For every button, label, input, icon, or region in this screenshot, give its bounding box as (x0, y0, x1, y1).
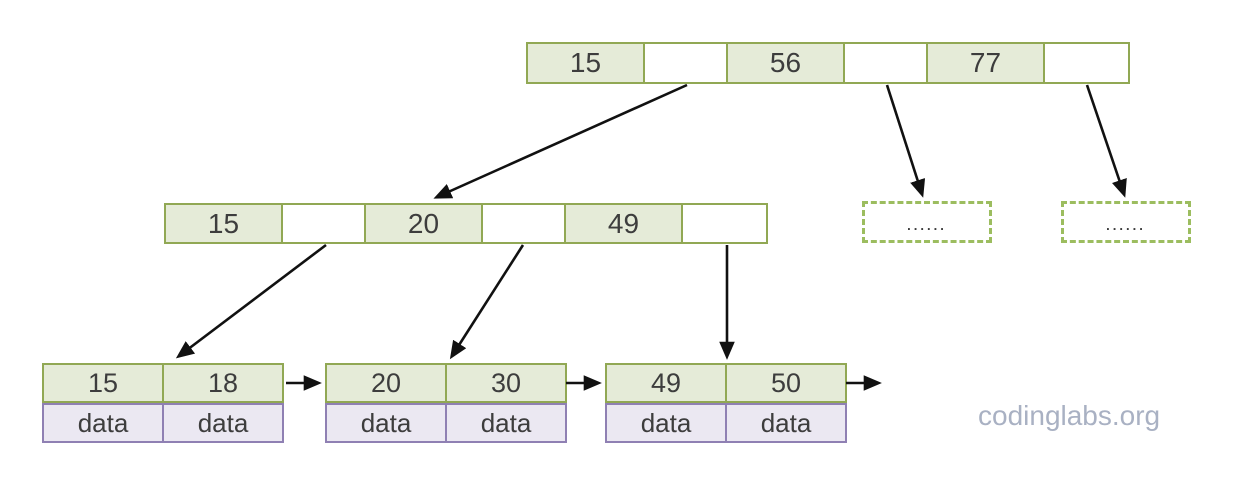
child-pointer-arrow-root-2 (885, 84, 926, 198)
root-node: 15 56 77 (526, 42, 1130, 84)
leaf-data-row: data data (325, 403, 567, 443)
root-key-cell: 77 (928, 44, 1045, 82)
leaf-data-cell: data (725, 403, 847, 443)
root-key-cell: 56 (728, 44, 845, 82)
root-pointer-cell (1045, 44, 1128, 82)
leaf-node-2: 20 30 data data (325, 363, 567, 443)
internal-pointer-cell (483, 205, 566, 242)
internal-pointer-cell (283, 205, 366, 242)
leaf-key-cell: 15 (42, 363, 164, 403)
leaf-key-cell: 50 (725, 363, 847, 403)
leaf-key-cell: 20 (325, 363, 447, 403)
root-pointer-cell (845, 44, 928, 82)
watermark: codinglabs.org (978, 400, 1161, 431)
internal-pointer-cell (683, 205, 766, 242)
leaf-key-cell: 30 (445, 363, 567, 403)
internal-key-cell: 15 (166, 205, 283, 242)
child-pointer-arrow-root-1 (433, 83, 688, 199)
leaf-data-cell: data (42, 403, 164, 443)
ellipsis-node-left: ...... (862, 201, 992, 243)
leaf-data-cell: data (445, 403, 567, 443)
ellipsis-node-right: ...... (1061, 201, 1191, 243)
leaf-data-cell: data (605, 403, 727, 443)
leaf-data-cell: data (162, 403, 284, 443)
internal-key-cell: 49 (566, 205, 683, 242)
root-pointer-cell (645, 44, 728, 82)
child-pointer-arrow-internal-1 (175, 243, 327, 359)
leaf-node-3: 49 50 data data (605, 363, 847, 443)
leaf-node-1: 15 18 data data (42, 363, 284, 443)
root-key-cell: 15 (528, 44, 645, 82)
child-pointer-arrow-internal-2 (449, 244, 525, 360)
leaf-key-row: 20 30 (325, 363, 567, 403)
leaf-data-cell: data (325, 403, 447, 443)
leaf-key-cell: 18 (162, 363, 284, 403)
internal-node: 15 20 49 (164, 203, 768, 244)
leaf-key-row: 49 50 (605, 363, 847, 403)
internal-key-cell: 20 (366, 205, 483, 242)
leaf-key-row: 15 18 (42, 363, 284, 403)
child-pointer-arrow-root-3 (1085, 84, 1127, 198)
leaf-data-row: data data (605, 403, 847, 443)
leaf-key-cell: 49 (605, 363, 727, 403)
leaf-data-row: data data (42, 403, 284, 443)
